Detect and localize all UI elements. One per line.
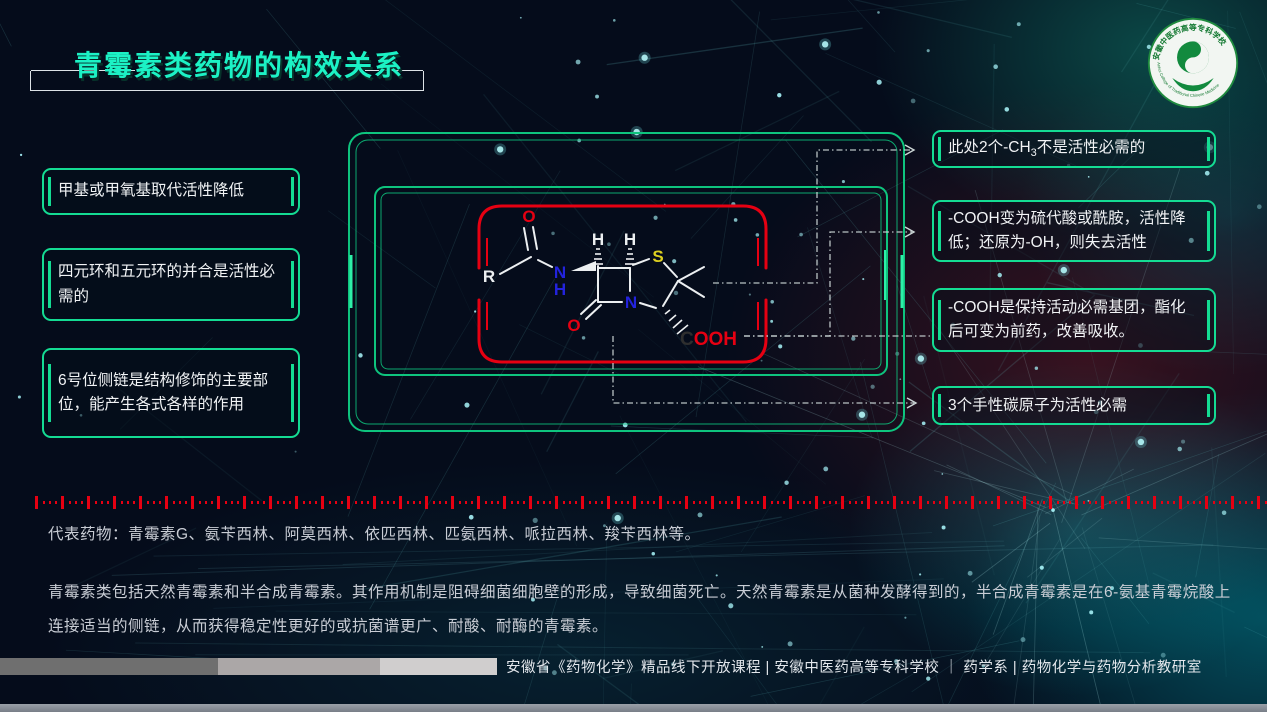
wedge-bond — [571, 261, 596, 271]
footer: 安徽省《药物化学》精品线下开放课程 | 安徽中医药高等专科学校 ｜ 药学系 | … — [0, 657, 1267, 676]
footer-gradient-bar-mid — [218, 657, 380, 675]
hashed-wedge-h5 — [625, 248, 635, 265]
school-logo: 安徽中医药高等专科学校 Anhui College of Traditional… — [1147, 17, 1239, 109]
right-note-1-label: 此处2个-CH3不是活性必需的 — [948, 138, 1146, 160]
left-note-box-3: 6号位侧链是结构修饰的主要部位，能产生各式各样的作用 — [42, 348, 300, 438]
right-note-2-label: -COOH变为硫代酸或酰胺，活性降低；还原为-OH，则失去活性 — [948, 209, 1186, 251]
left-note-box-2: 四元环和五元环的并合是活性必需的 — [42, 248, 300, 321]
atom-label-r: R — [483, 267, 495, 286]
arrow-icon — [904, 144, 916, 156]
atom-label-amide-o: O — [522, 207, 535, 226]
atom-label-lactam-o: O — [567, 316, 580, 335]
description-paragraph: 青霉素类包括天然青霉素和半合成青霉素。其作用机制是阻碍细菌细胞壁的形成，导致细菌… — [48, 584, 1231, 635]
atom-label-amide-h: H — [554, 280, 566, 299]
left-note-1-label: 甲基或甲氧基取代活性降低 — [58, 182, 245, 200]
right-note-box-4: 3个手性碳原子为活性必需 — [932, 386, 1216, 425]
representative-drugs-text: 代表药物：青霉素G、氨苄西林、阿莫西林、依匹西林、匹氨西林、哌拉西林、羧苄西林等… — [48, 526, 701, 543]
atom-label-h5: H — [624, 230, 636, 249]
title-bracket-frame — [30, 70, 424, 91]
left-note-2-label: 四元环和五元环的并合是活性必需的 — [58, 263, 276, 305]
arrow-icon — [904, 226, 916, 238]
green-outer-frame — [348, 132, 905, 432]
bottom-strip — [0, 704, 1267, 712]
logo-swirl — [1185, 41, 1209, 74]
footer-gradient-bar-light — [380, 657, 497, 675]
page-title: 青霉素类药物的构效关系 — [74, 50, 405, 81]
atom-label-s: S — [652, 247, 663, 266]
right-note-box-3: -COOH是保持活动必需基团，酯化后可变为前药，改善吸收。 — [932, 288, 1216, 352]
penicillin-molecule: R O N H H H S N O COOH — [483, 207, 737, 350]
right-note-box-1: 此处2个-CH3不是活性必需的 — [932, 130, 1216, 168]
left-note-3-label: 6号位侧链是结构修饰的主要部位，能产生各式各样的作用 — [58, 371, 269, 413]
cooh-label: COOH — [680, 329, 737, 350]
atom-label-ring-n: N — [625, 293, 637, 312]
right-note-box-2: -COOH变为硫代酸或酰胺，活性降低；还原为-OH，则失去活性 — [932, 200, 1216, 262]
red-highlight-frame — [477, 204, 768, 364]
left-note-box-1: 甲基或甲氧基取代活性降低 — [42, 168, 300, 215]
footer-gradient-bar-dark — [0, 657, 218, 675]
logo-hands — [1172, 78, 1214, 92]
arrow-icon — [906, 397, 918, 409]
right-note-3-label: -COOH是保持活动必需基团，酯化后可变为前药，改善吸收。 — [948, 298, 1186, 340]
atom-label-h6: H — [592, 230, 604, 249]
footer-credits: 安徽省《药物化学》精品线下开放课程 | 安徽中医药高等专科学校 ｜ 药学系 | … — [506, 659, 1202, 676]
hashed-wedge-cooh — [664, 309, 689, 335]
right-note-4-label: 3个手性碳原子为活性必需 — [948, 396, 1128, 414]
atom-label-amide-n: N — [554, 263, 566, 282]
red-tick-divider — [35, 496, 1267, 509]
structure-diagram: R O N H H H S N O COOH — [348, 132, 931, 432]
hashed-wedge-h6 — [593, 248, 603, 265]
leader-lines — [612, 144, 931, 409]
